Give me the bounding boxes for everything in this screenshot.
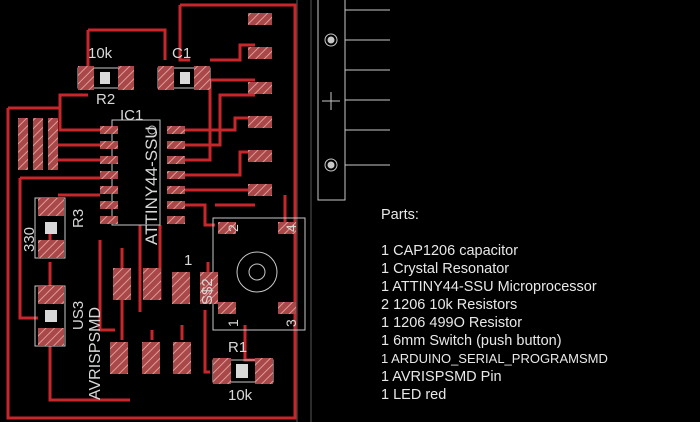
- r1-value-label: 10k: [228, 387, 253, 404]
- avrisp-pads: [110, 268, 191, 374]
- us3-name-label: US3: [70, 301, 87, 330]
- switch-pads: [172, 222, 296, 314]
- s1-pin3-label: 3: [283, 319, 299, 327]
- parts-item: 2 1206 10k Resistors: [381, 297, 518, 313]
- ic1-name-label: IC1: [120, 107, 143, 124]
- s1-pin2-label: 2: [225, 224, 241, 232]
- r2-value-label: 10k: [88, 45, 113, 62]
- r1-body: [236, 364, 248, 378]
- parts-item: 1 CAP1206 capacitor: [381, 243, 519, 259]
- passive-pads: [38, 66, 273, 384]
- r1-pad-left: [213, 358, 231, 384]
- r2-pad-left: [78, 66, 94, 90]
- parts-item: 1 1206 499O Resistor: [381, 315, 523, 331]
- r3-pad-top: [38, 198, 64, 216]
- parts-item: 1 ARDUINO_SERIAL_PROGRAMSMD: [381, 351, 608, 366]
- r2-name-label: R2: [96, 91, 115, 108]
- resonator-pads: [18, 118, 58, 170]
- parts-item: 1 LED red: [381, 387, 447, 403]
- ic1-pins: [100, 125, 185, 224]
- s1-pin1-label: 1: [225, 319, 241, 327]
- parts-title: Parts:: [381, 207, 419, 223]
- c1-pad-right: [194, 66, 210, 90]
- r1-pad-right: [255, 358, 273, 384]
- c1-body: [180, 72, 190, 84]
- board-outline: [296, 0, 312, 422]
- us3-body: [45, 310, 57, 322]
- s2-pin1-label: 1: [184, 252, 192, 269]
- serial-header-pads: [248, 13, 272, 196]
- parts-item: 1 Crystal Resonator: [381, 261, 510, 277]
- serial-connector: [322, 9, 390, 172]
- r2-body: [100, 72, 110, 84]
- c1-name-label: C1: [172, 45, 191, 62]
- us3-pad-bottom: [38, 328, 64, 346]
- r3-value-label: 330: [21, 227, 38, 252]
- r3-body: [45, 222, 57, 234]
- r1-name-label: R1: [228, 339, 247, 356]
- silkscreen-outlines: [34, 0, 346, 383]
- r3-name-label: R3: [70, 209, 87, 228]
- s2-name-label: S$2: [199, 278, 216, 305]
- r3-pad-bottom: [38, 240, 64, 258]
- parts-list: Parts: 1 CAP1206 capacitor 1 Crystal Res…: [381, 206, 691, 404]
- avrisp-value-label: AVRISPSMD: [87, 307, 104, 400]
- c1-pad-left: [158, 66, 174, 90]
- parts-item: 1 6mm Switch (push button): [381, 333, 562, 349]
- us3-pad-top: [38, 286, 64, 304]
- ic1-value-label: ATTINY44-SSU: [142, 126, 161, 245]
- s1-pin4-label: 4: [283, 224, 299, 232]
- parts-item: 1 ATTINY44-SSU Microprocessor: [381, 279, 597, 295]
- parts-item: 1 AVRISPSMD Pin: [381, 369, 502, 385]
- r2-pad-right: [118, 66, 134, 90]
